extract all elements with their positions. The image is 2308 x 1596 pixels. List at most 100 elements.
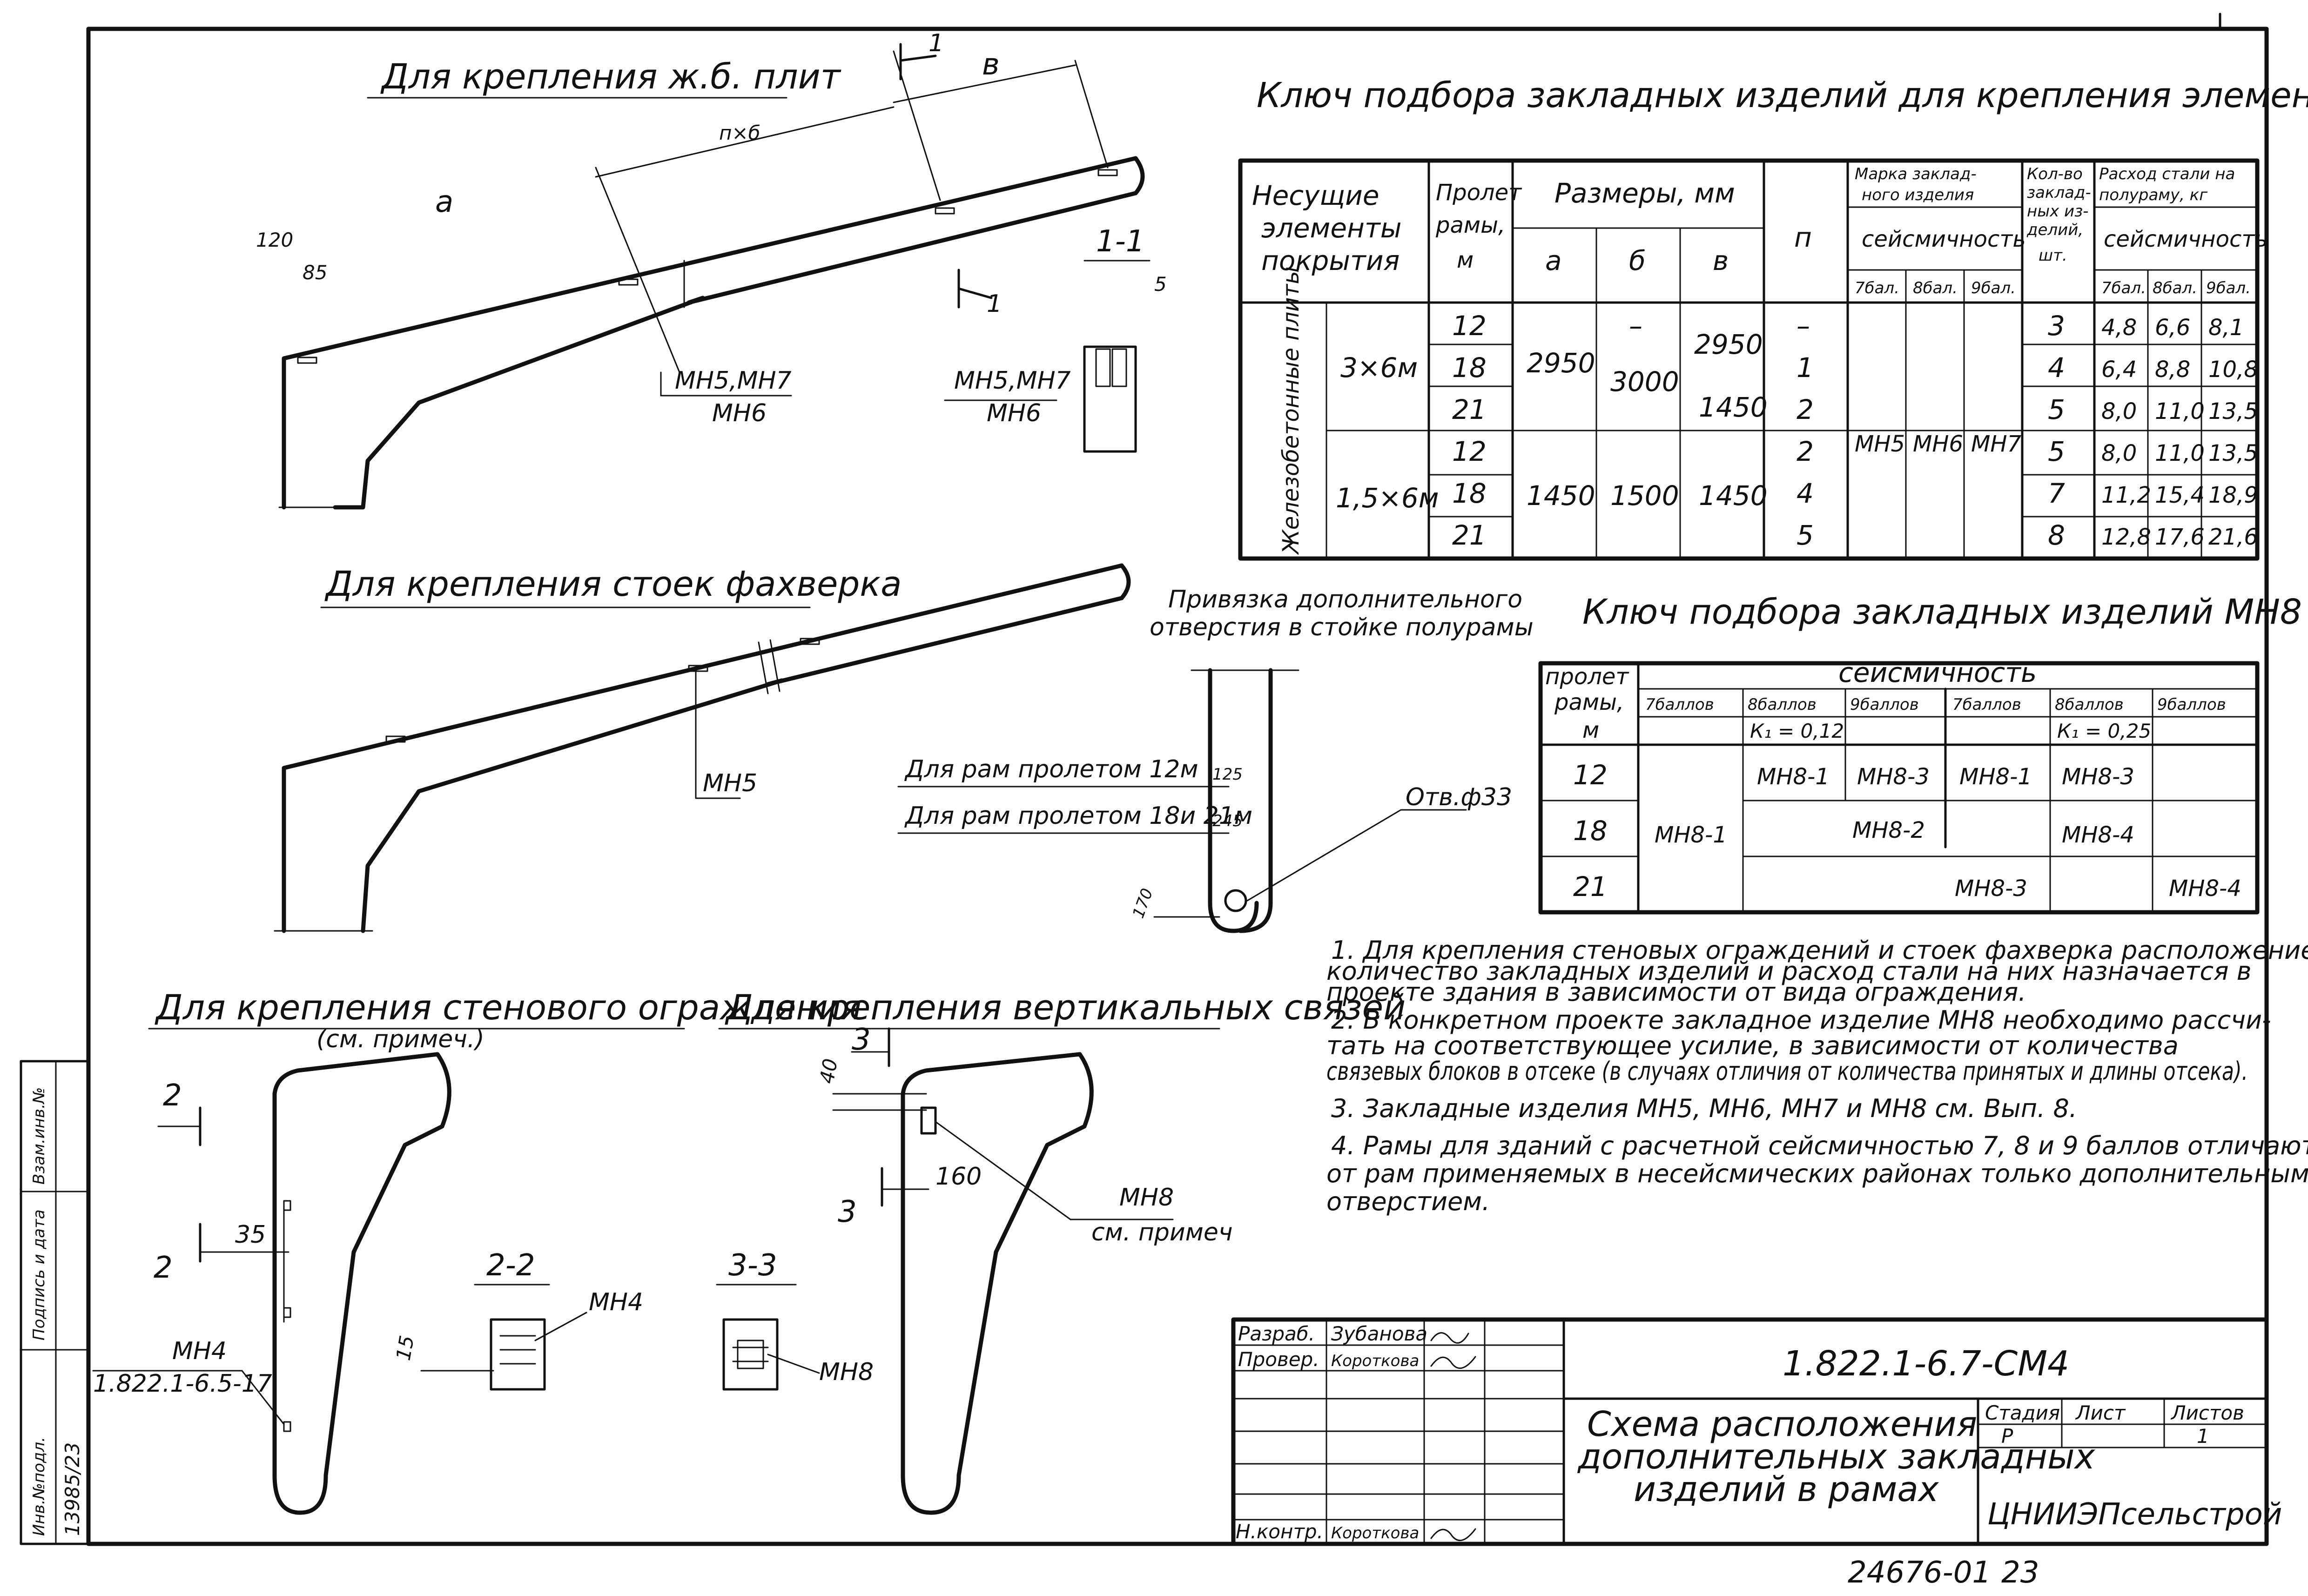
svg-text:от рам применяемых в несейсмич: от рам применяемых в несейсмических райо… xyxy=(1326,1159,2308,1188)
svg-text:1: 1 xyxy=(929,29,944,57)
svg-text:40: 40 xyxy=(815,1057,842,1085)
table-2-title: Ключ подбора закладных изделий МН8 xyxy=(1582,592,2302,632)
svg-text:делий,: делий, xyxy=(2026,221,2083,239)
organization: ЦНИИЭПсельстрой xyxy=(1987,1497,2282,1532)
svg-text:7бал.: 7бал. xyxy=(1855,279,1899,297)
svg-text:9бал.: 9бал. xyxy=(1971,279,2016,297)
table-1-cell-s8: 11,0 xyxy=(2155,440,2205,466)
svg-text:2: 2 xyxy=(163,1078,182,1113)
svg-text:Пролет: Пролет xyxy=(1436,180,1522,206)
svg-text:б: б xyxy=(1629,245,1646,276)
svg-text:полураму, кг: полураму, кг xyxy=(2099,186,2208,204)
svg-text:МН8-1: МН8-1 xyxy=(1655,822,1727,848)
svg-text:дополнительных закладных: дополнительных закладных xyxy=(1577,1437,2096,1477)
svg-text:элементы: элементы xyxy=(1261,212,1402,244)
svg-text:Железобетонные плиты: Железобетонные плиты xyxy=(1278,267,1304,555)
svg-text:35: 35 xyxy=(235,1221,266,1249)
table-1-cell-span: 12 xyxy=(1452,436,1487,467)
svg-text:Расход стали на: Расход стали на xyxy=(2099,165,2235,183)
side-stamp-repl: Взам.инв.№ xyxy=(30,1087,48,1185)
side-stamp-sign: Подпись и дата xyxy=(30,1209,48,1340)
svg-text:1. Для крепления стеновых огра: 1. Для крепления стеновых ограждений и с… xyxy=(1331,936,2308,965)
table-1-cell-s9: 18,9 xyxy=(2208,482,2258,508)
table-1-cell-n: 1 xyxy=(1797,352,1814,384)
notes: 1. Для крепления стеновых ограждений и с… xyxy=(1326,936,2308,1216)
svg-text:1500: 1500 xyxy=(1610,480,1679,512)
table-1-cell-span: 18 xyxy=(1452,352,1487,384)
table-1-cell-s8: 6,6 xyxy=(2155,315,2190,341)
table-1-cell-n: 4 xyxy=(1797,478,1814,509)
svg-text:сейсмичность: сейсмичность xyxy=(2104,226,2268,252)
svg-text:2950: 2950 xyxy=(1694,329,1763,360)
svg-text:п: п xyxy=(1794,222,1812,253)
table-1-cell-count: 5 xyxy=(2048,394,2065,425)
svg-text:15: 15 xyxy=(392,1334,419,1362)
svg-text:а: а xyxy=(435,185,453,219)
table-1-cell-span: 21 xyxy=(1452,394,1487,425)
table-1-cell-count: 7 xyxy=(2048,478,2065,509)
drawing-walls: Для крепления стенового ограждения (см. … xyxy=(92,988,861,1515)
svg-text:1450: 1450 xyxy=(1699,391,1768,423)
section-3-3-title: 3-3 xyxy=(728,1248,777,1283)
hole-label: Отв.ф33 xyxy=(1406,783,1512,811)
drawing-code: 1.822.1-6.7-СМ4 xyxy=(1783,1344,2069,1384)
svg-text:МН4: МН4 xyxy=(172,1337,227,1365)
table-1-cell-s8: 8,8 xyxy=(2155,357,2190,383)
table-1-cell-count: 8 xyxy=(2048,519,2065,551)
table-2: Ключ подбора закладных изделий МН8 проле… xyxy=(1538,592,2302,915)
table-1-cell-s8: 11,0 xyxy=(2155,398,2205,424)
table-1-cell-s7: 11,2 xyxy=(2101,482,2151,508)
svg-text:18: 18 xyxy=(1573,815,1608,847)
table-1-cell-s9: 13,5 xyxy=(2208,440,2258,466)
svg-text:МН7: МН7 xyxy=(1971,431,2022,457)
svg-text:МН5: МН5 xyxy=(1855,431,1905,457)
footer-number: 24676-01 xyxy=(1848,1556,1991,1590)
svg-text:отверстия в стойке полурамы: отверстия в стойке полурамы xyxy=(1150,613,1534,641)
svg-text:Н.контр.: Н.контр. xyxy=(1236,1520,1323,1543)
svg-text:Р: Р xyxy=(2001,1425,2013,1448)
svg-text:3. Закладные изделия МН5, МН6,: 3. Закладные изделия МН5, МН6, МН7 и МН8… xyxy=(1331,1094,2077,1123)
svg-text:МН6: МН6 xyxy=(987,399,1041,427)
svg-text:связевых блоков в отсеке (в сл: связевых блоков в отсеке (в случаях отли… xyxy=(1326,1057,2248,1086)
svg-text:Для рам пролетом 18и 21м: Для рам пролетом 18и 21м xyxy=(904,802,1252,830)
table-1-cell-n: – xyxy=(1797,310,1810,342)
svg-text:Для рам пролетом 12м: Для рам пролетом 12м xyxy=(904,755,1198,783)
svg-text:1,5×6м: 1,5×6м xyxy=(1336,482,1439,514)
table-1-cell-s7: 8,0 xyxy=(2101,398,2137,424)
svg-text:МН8-4: МН8-4 xyxy=(2062,822,2134,848)
svg-text:120: 120 xyxy=(256,229,293,251)
svg-text:Марка заклад-: Марка заклад- xyxy=(1855,165,1977,183)
svg-text:шт.: шт. xyxy=(2039,246,2067,265)
drawing-plates-title: Для крепления ж.б. плит xyxy=(380,57,841,97)
table-1-cell-span: 21 xyxy=(1452,519,1487,551)
drawing-posts-title: Для крепления стоек фахверка xyxy=(324,564,902,604)
svg-text:125: 125 xyxy=(1212,765,1243,784)
svg-text:проекте здания в зависимости о: проекте здания в зависимости от вида огр… xyxy=(1326,977,2026,1007)
svg-text:1450: 1450 xyxy=(1527,480,1595,512)
svg-text:Кол-во: Кол-во xyxy=(2027,165,2083,183)
svg-text:изделий в рамах: изделий в рамах xyxy=(1634,1469,1939,1509)
table-1-cell-s9: 10,8 xyxy=(2208,357,2258,383)
svg-text:МН8: МН8 xyxy=(819,1358,874,1386)
svg-text:Разраб.: Разраб. xyxy=(1238,1322,1315,1345)
svg-text:1450: 1450 xyxy=(1699,480,1768,512)
table-1-cell-s7: 12,8 xyxy=(2101,524,2151,550)
side-stamp-inv-no: 13985/23 xyxy=(61,1442,84,1536)
table-1-cell-span: 12 xyxy=(1452,310,1487,342)
svg-text:количество закладных изделий и: количество закладных изделий и расход ст… xyxy=(1326,956,2251,986)
svg-text:МН8-2: МН8-2 xyxy=(1852,817,1925,843)
svg-text:3: 3 xyxy=(838,1195,857,1229)
svg-text:Привязка дополнительного: Привязка дополнительного xyxy=(1168,586,1522,613)
svg-text:9бал.: 9бал. xyxy=(2206,279,2251,297)
callout-mn6: МН6 xyxy=(712,399,767,427)
section-2-2-title: 2-2 xyxy=(486,1248,535,1283)
table-1-cell-n: 2 xyxy=(1797,394,1814,425)
svg-text:Схема расположения: Схема расположения xyxy=(1587,1404,1977,1444)
svg-text:МН8-1: МН8-1 xyxy=(1959,764,2032,790)
svg-text:МН6: МН6 xyxy=(1913,431,1963,457)
svg-text:рамы,: рамы, xyxy=(1554,689,1624,715)
svg-text:1.822.1-6.5-17: 1.822.1-6.5-17 xyxy=(93,1370,272,1398)
svg-text:пролет: пролет xyxy=(1545,664,1629,690)
table-1-cell-s9: 21,6 xyxy=(2208,524,2258,550)
svg-text:3000: 3000 xyxy=(1610,366,1679,397)
